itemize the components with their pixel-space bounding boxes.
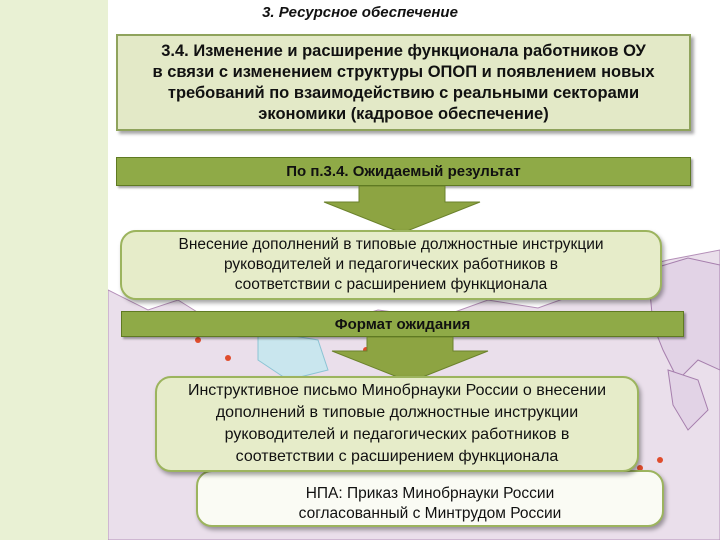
format-bar: Формат ожидания	[121, 311, 684, 337]
result-line: соответствии с расширением функционала	[234, 276, 548, 293]
result-box: Внесение дополнений в типовые должностны…	[120, 230, 662, 300]
main-task-line: в связи с изменением структуры ОПОП и по…	[152, 62, 655, 81]
main-task-line: 3.4. Изменение и расширение функционала …	[161, 41, 646, 60]
expected-result-label: По п.3.4. Ожидаемый результат	[286, 163, 521, 180]
result-line: Внесение дополнений в типовые должностны…	[178, 236, 604, 253]
letter-line: дополнений в типовые должностные инструк…	[215, 404, 579, 421]
npa-line: НПА: Приказ Минобрнауки России	[305, 484, 555, 502]
down-arrow-1	[323, 186, 481, 234]
npa-box: НПА: Приказ Минобрнауки России согласова…	[196, 470, 664, 527]
letter-line: Инструктивное письмо Минобрнауки России …	[187, 382, 607, 399]
slide-title: 3. Ресурсное обеспечение	[262, 4, 458, 21]
letter-line: соответствии с расширением функционала	[235, 448, 559, 465]
expected-result-bar: По п.3.4. Ожидаемый результат	[116, 157, 691, 186]
main-task-box: 3.4. Изменение и расширение функционала …	[116, 34, 691, 131]
instruction-letter-box: Инструктивное письмо Минобрнауки России …	[155, 376, 639, 472]
down-arrow-2	[331, 337, 489, 383]
main-task-line: требований по взаимодействию с реальными…	[167, 83, 640, 102]
format-label: Формат ожидания	[334, 315, 471, 333]
main-task-line: экономики (кадровое обеспечение)	[258, 104, 549, 123]
side-stripe	[0, 0, 108, 540]
letter-line: руководителей и педагогических работнико…	[224, 426, 570, 443]
npa-line: согласованный с Минтрудом России	[298, 504, 562, 522]
result-line: руководителей и педагогических работнико…	[223, 256, 559, 273]
